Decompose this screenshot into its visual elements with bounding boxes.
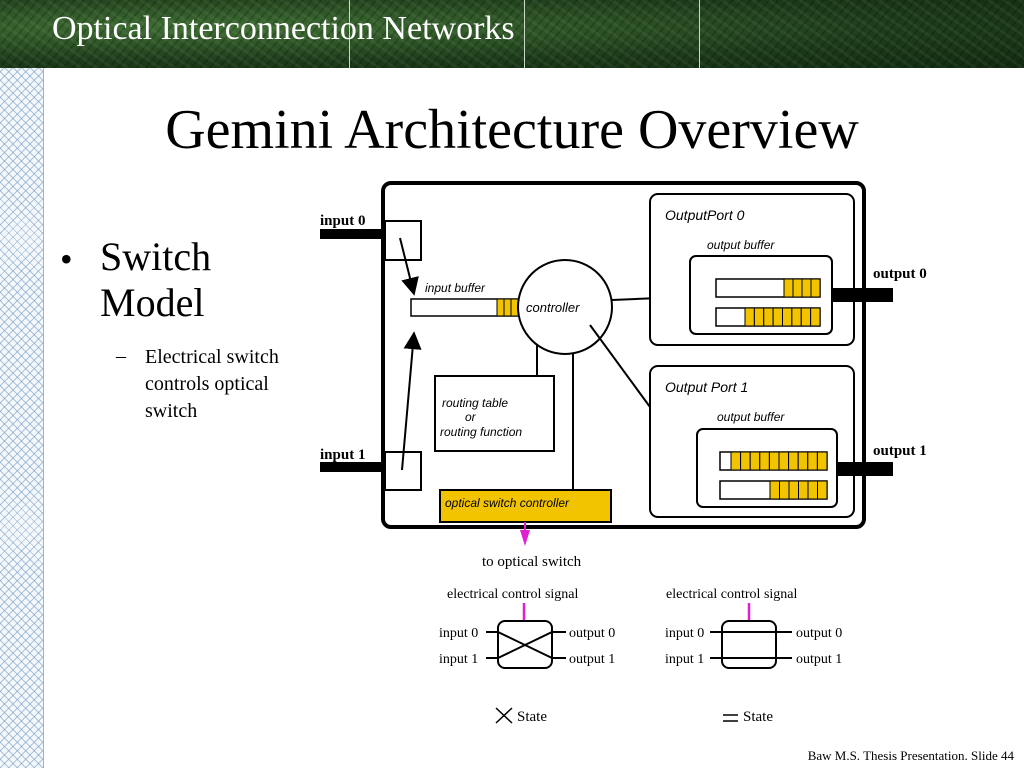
buffer-cell xyxy=(763,307,774,327)
cross-path xyxy=(497,631,553,659)
header-divider xyxy=(349,0,350,68)
buffer-cell xyxy=(798,480,809,500)
subbullet-text: Electrical switch controls optical switc… xyxy=(145,346,279,422)
buffer-cell xyxy=(769,480,780,500)
routing-label-1: routing table xyxy=(442,396,508,410)
footer-text: Baw M.S. Thesis Presentation. Slide 44 xyxy=(807,748,1014,763)
header-divider xyxy=(699,0,700,68)
output-buffer0-row2-cells xyxy=(744,307,821,327)
buffer-cell xyxy=(782,307,793,327)
input1-label: input 1 xyxy=(320,447,365,463)
buffer-cell xyxy=(744,307,755,327)
header-title: Optical Interconnection Networks xyxy=(52,10,515,47)
input0-port xyxy=(384,220,422,261)
cross-input1-label: input 1 xyxy=(439,652,478,667)
buffer-cell xyxy=(779,480,790,500)
input0-arrow xyxy=(399,237,419,296)
buffer-cell xyxy=(807,480,818,500)
header-divider xyxy=(524,0,525,68)
buffer-cell xyxy=(783,278,794,298)
slide-title: Gemini Architecture Overview xyxy=(165,99,859,161)
dash-icon: – xyxy=(116,345,126,367)
osc-output-arrow xyxy=(520,530,530,546)
buffer-cell xyxy=(810,307,821,327)
controller-circle xyxy=(517,259,613,355)
sidebar-pattern xyxy=(0,68,44,768)
routing-label-3: routing function xyxy=(440,425,522,439)
input1-line xyxy=(320,462,384,472)
buffer-cell xyxy=(730,451,742,471)
buffer-cell xyxy=(740,451,751,471)
buffer-cell xyxy=(749,451,761,471)
buffer-cell xyxy=(772,307,783,327)
optical-switch-controller-label: optical switch controller xyxy=(445,496,570,510)
output-buffer0-row1-cells xyxy=(783,278,821,298)
output0-label: output 0 xyxy=(873,266,927,282)
output0-line xyxy=(832,288,893,302)
buffer-cell xyxy=(816,451,828,471)
buffer-cell xyxy=(759,451,770,471)
buffer-cell xyxy=(801,278,812,298)
buffer-cell xyxy=(753,307,765,327)
input1-arrow xyxy=(401,331,422,471)
routing-box xyxy=(434,375,555,452)
cross-output1-label: output 1 xyxy=(569,652,615,667)
buffer-cell xyxy=(768,451,780,471)
buffer-cell xyxy=(791,307,802,327)
buffer-cell xyxy=(810,278,821,298)
cross-control-label: electrical control signal xyxy=(447,587,578,602)
bar-state-icon xyxy=(723,714,738,722)
output1-label: output 1 xyxy=(873,443,927,459)
output-buffer1-label: output buffer xyxy=(717,410,785,424)
bar-state-label: State xyxy=(743,709,773,725)
input0-line xyxy=(320,229,384,239)
bar-input1-label: input 1 xyxy=(665,652,704,667)
header-bar: Optical Interconnection Networks xyxy=(0,0,1024,68)
buffer-cell xyxy=(792,278,803,298)
cross-output0-label: output 0 xyxy=(569,626,615,641)
bar-switch-box xyxy=(721,620,777,669)
output-port0-label: OutputPort 0 xyxy=(665,207,745,223)
bar-input0-label: input 0 xyxy=(665,626,704,641)
output-buffer0-label: output buffer xyxy=(707,238,775,252)
cross-state-label: State xyxy=(517,709,547,725)
bar-output0-label: output 0 xyxy=(796,626,842,641)
input-buffer-fill xyxy=(496,298,520,317)
bar-output1-label: output 1 xyxy=(796,652,842,667)
cross-state-icon xyxy=(495,707,513,724)
input0-label: input 0 xyxy=(320,213,365,229)
buffer-cell xyxy=(800,307,812,327)
routing-label-2: or xyxy=(465,410,477,424)
buffer-cell xyxy=(788,451,799,471)
output-buffer1-row1-cells xyxy=(730,451,828,471)
bullet-text: Switch Model xyxy=(100,234,212,325)
buffer-cell xyxy=(778,451,790,471)
output-port1-label: Output Port 1 xyxy=(665,379,748,395)
output1-line xyxy=(837,462,893,476)
input-buffer-label: input buffer xyxy=(425,281,486,295)
cross-input0-label: input 0 xyxy=(439,626,478,641)
buffer-cell xyxy=(797,451,809,471)
buffer-cell xyxy=(788,480,799,500)
buffer-cell xyxy=(807,451,818,471)
buffer-cell xyxy=(817,480,828,500)
bar-control-label: electrical control signal xyxy=(666,587,797,602)
controller-label: controller xyxy=(526,300,580,315)
to-optical-switch-label: to optical switch xyxy=(482,554,582,570)
output-buffer1-row2-cells xyxy=(769,480,828,500)
bullet-icon: • xyxy=(60,239,73,279)
